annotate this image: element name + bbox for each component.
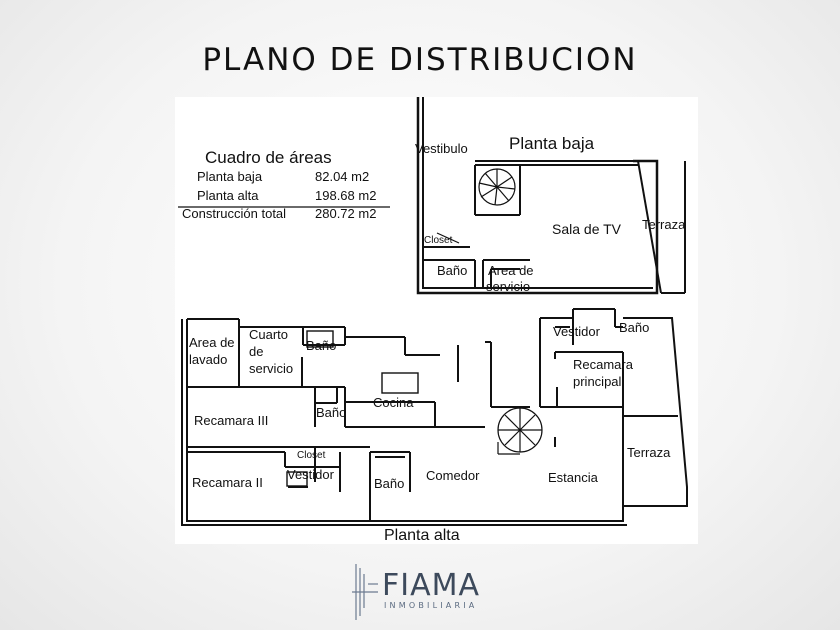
room-label-closet-alta: Closet [297, 450, 326, 461]
upper-floor-walls [181, 308, 688, 526]
room-label-bano-baja: Baño [437, 263, 467, 278]
company-logo: FIAMA INMOBILIARIA [350, 562, 510, 622]
areas-table-heading: Cuadro de áreas [205, 148, 332, 167]
room-label-estancia: Estancia [548, 470, 599, 485]
logo-subtitle: INMOBILIARIA [384, 601, 478, 610]
room-label-recamara2: Recamara II [192, 475, 263, 490]
room-label-cuarto-servicio-3: servicio [249, 361, 293, 376]
room-label-sala-tv: Sala de TV [552, 221, 622, 237]
room-label-recamara-principal-2: principal [573, 374, 622, 389]
room-label-cuarto-servicio-2: de [249, 344, 263, 359]
room-label-area-servicio-2: servicio [486, 279, 530, 294]
room-label-vestidor-recamara2: Vestidor [287, 467, 335, 482]
upper-floor-fixtures [286, 330, 419, 487]
page-title: PLANO DE DISTRIBUCION [202, 42, 638, 78]
room-label-recamara-principal-1: Recamara [573, 357, 634, 372]
ground-floor-label: Planta baja [509, 134, 595, 153]
logo-mark-icon [352, 564, 378, 620]
room-label-vestidor-principal: Vestidor [553, 324, 601, 339]
room-label-bano-recamara3: Baño [316, 405, 346, 420]
room-label-area-lavado-1: Area de [189, 335, 235, 350]
areas-table-value-planta-baja: 82.04 m2 [315, 169, 369, 184]
room-label-vestibulo: Vestibulo [415, 141, 468, 156]
room-label-comedor: Comedor [426, 468, 480, 483]
room-label-bano-servicio: Baño [306, 338, 336, 353]
room-label-recamara3: Recamara III [194, 413, 268, 428]
floor-plan-drawing: Cuadro de áreas Planta baja 82.04 m2 Pla… [178, 97, 688, 544]
areas-table-label-total: Construcción total [182, 206, 286, 221]
room-label-terraza-alta: Terraza [627, 445, 671, 460]
areas-table-value-total: 280.72 m2 [315, 206, 376, 221]
room-label-bano-recamara2: Baño [374, 476, 404, 491]
upper-floor-label: Planta alta [384, 527, 460, 544]
room-label-area-lavado-2: lavado [189, 352, 227, 367]
room-label-closet-baja: Closet [424, 235, 453, 246]
logo-wordmark: FIAMA [382, 568, 481, 603]
room-label-terraza-baja: Terraza [642, 217, 686, 232]
room-label-cocina: Cocina [373, 395, 414, 410]
room-label-cuarto-servicio-1: Cuarto [249, 327, 288, 342]
areas-table-label-planta-baja: Planta baja [197, 169, 263, 184]
areas-table-label-planta-alta: Planta alta [197, 188, 259, 203]
areas-table-value-planta-alta: 198.68 m2 [315, 188, 376, 203]
room-label-area-servicio-1: Area de [488, 263, 534, 278]
upper-floor-stair [497, 407, 543, 455]
ground-floor-walls [416, 97, 686, 295]
ground-floor-stair [478, 168, 516, 206]
room-label-bano-principal: Baño [619, 320, 649, 335]
floor-plan: Cuadro de áreas Planta baja 82.04 m2 Pla… [175, 97, 698, 544]
